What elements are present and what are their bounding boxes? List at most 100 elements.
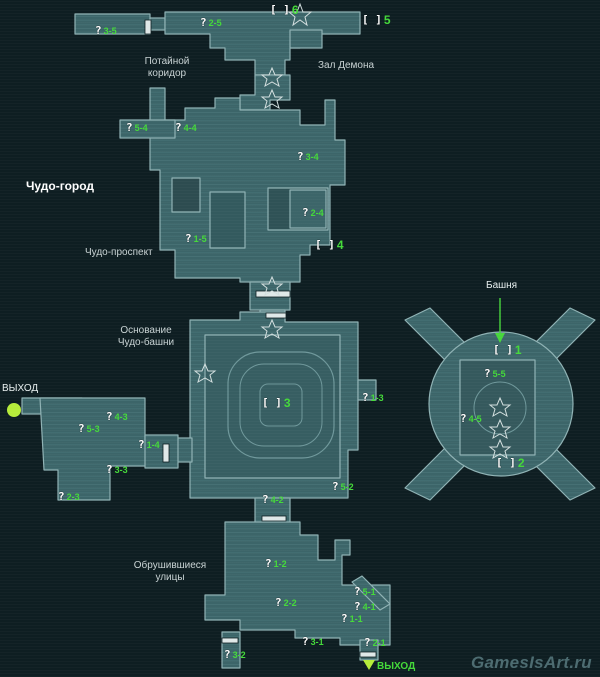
riddle-marker-4-1: ?4-1 <box>354 601 376 613</box>
riddle-marker-1-1: ?1-1 <box>341 613 363 625</box>
riddle-marker-3-4: ?3-4 <box>297 151 319 163</box>
riddle-marker-3-3: ?3-3 <box>106 464 128 476</box>
star-symbol <box>260 88 284 110</box>
riddle-marker-2-4: ?2-4 <box>302 207 324 219</box>
riddle-code: 3-3 <box>114 465 128 475</box>
trophy-marker-3: [ ]3 <box>262 396 291 410</box>
star-symbol <box>488 396 512 418</box>
trophy-marker-2: [ ]2 <box>496 456 525 470</box>
riddle-icon: ? <box>78 422 85 435</box>
tower-base-core <box>259 383 303 427</box>
riddle-code: 2-3 <box>66 492 80 502</box>
riddle-marker-3-1: ?3-1 <box>302 636 324 648</box>
riddle-icon: ? <box>58 490 65 503</box>
trophy-icon: [ ] <box>315 238 335 251</box>
riddle-code: 3-1 <box>310 637 324 647</box>
riddle-icon: ? <box>341 612 348 625</box>
trophy-icon: [ ] <box>493 343 513 356</box>
riddle-icon: ? <box>185 232 192 245</box>
riddle-marker-4-4: ?4-4 <box>175 122 197 134</box>
riddle-code: 4-1 <box>362 602 376 612</box>
star-symbol <box>260 275 284 297</box>
riddle-icon: ? <box>332 480 339 493</box>
riddle-icon: ? <box>106 410 113 423</box>
riddle-code: 4-3 <box>114 412 128 422</box>
label-exit-bottom: ВЫХОД <box>377 661 416 672</box>
label-tower: Башня <box>486 280 518 291</box>
riddle-code: 4-4 <box>183 123 197 133</box>
door-streets-exit <box>359 651 377 658</box>
trophy-code: 1 <box>514 343 522 357</box>
door-base-top <box>265 312 287 319</box>
riddle-marker-4-5: ?4-5 <box>460 413 482 425</box>
riddle-marker-5-5: ?5-5 <box>484 368 506 380</box>
trophy-code: 4 <box>336 238 344 252</box>
trophy-code: 5 <box>383 13 391 27</box>
top-corridor-2 <box>149 17 166 31</box>
watermark: GamesIsArt.ru <box>470 653 592 672</box>
trophy-marker-5: [ ]5 <box>362 13 391 27</box>
riddle-icon: ? <box>200 16 207 29</box>
riddle-marker-3-5: ?3-5 <box>95 25 117 37</box>
riddle-code: 3-5 <box>103 26 117 36</box>
trophy-code: 2 <box>517 456 525 470</box>
top-right-block <box>289 29 323 49</box>
star-symbol <box>488 418 512 440</box>
bottom-exit-triangle <box>363 660 375 670</box>
label-wonder-avenue: Чудо-проспект <box>85 247 153 258</box>
riddle-icon: ? <box>224 648 231 661</box>
riddle-marker-2-1: ?2-1 <box>364 637 386 649</box>
riddle-marker-5-4: ?5-4 <box>126 122 148 134</box>
label-demon-hall: Зал Демона <box>318 60 375 71</box>
trophy-icon: [ ] <box>496 456 516 469</box>
riddle-icon: ? <box>302 635 309 648</box>
collapsed-streets <box>204 521 391 646</box>
riddle-code: 3-4 <box>305 152 319 162</box>
trophy-icon: [ ] <box>362 13 382 26</box>
riddle-code: 5-4 <box>134 123 148 133</box>
door-streets-branch <box>221 637 239 644</box>
tower-interior <box>459 359 536 456</box>
riddle-icon: ? <box>354 600 361 613</box>
riddle-code: 5-3 <box>86 424 100 434</box>
riddle-marker-1-4: ?1-4 <box>138 439 160 451</box>
trophy-icon: [ ] <box>262 396 282 409</box>
riddle-icon: ? <box>297 150 304 163</box>
avenue-inner <box>289 189 327 229</box>
riddle-icon: ? <box>275 596 282 609</box>
trophy-marker-1: [ ]1 <box>493 343 522 357</box>
demon-hall-link <box>239 74 291 111</box>
trophy-icon: [ ] <box>270 3 290 16</box>
tower-base-ring-inner <box>239 363 323 447</box>
label-exit-left: ВЫХОД <box>2 383 39 394</box>
riddle-code: 3-2 <box>232 650 246 660</box>
tower-base-plaza <box>204 334 341 479</box>
tower-base-ring-outer <box>227 351 335 459</box>
riddle-icon: ? <box>106 463 113 476</box>
riddle-marker-1-5: ?1-5 <box>185 233 207 245</box>
riddle-icon: ? <box>262 493 269 506</box>
left-exit-link <box>144 434 179 469</box>
left-wing <box>119 119 176 139</box>
trophy-marker-4: [ ]4 <box>315 238 344 252</box>
riddle-marker-1-3: ?1-3 <box>362 392 384 404</box>
riddle-icon: ? <box>265 557 272 570</box>
riddle-marker-5-1: ?5-1 <box>354 586 376 598</box>
riddle-marker-2-3: ?2-3 <box>58 491 80 503</box>
riddle-icon: ? <box>126 121 133 134</box>
riddle-icon: ? <box>354 585 361 598</box>
riddle-code: 4-2 <box>270 495 284 505</box>
riddle-code: 1-2 <box>273 559 287 569</box>
riddle-icon: ? <box>362 391 369 404</box>
riddle-icon: ? <box>175 121 182 134</box>
star-symbol <box>260 318 284 340</box>
riddle-code: 2-4 <box>310 208 324 218</box>
star-symbol <box>287 2 313 27</box>
riddle-icon: ? <box>460 412 467 425</box>
trophy-code: 6 <box>291 3 299 17</box>
riddle-marker-5-2: ?5-2 <box>332 481 354 493</box>
door-lower-connector <box>261 515 287 522</box>
riddle-code: 2-5 <box>208 18 222 28</box>
inner-courtyard <box>171 177 201 213</box>
trophy-marker-6: [ ]6 <box>270 3 299 17</box>
